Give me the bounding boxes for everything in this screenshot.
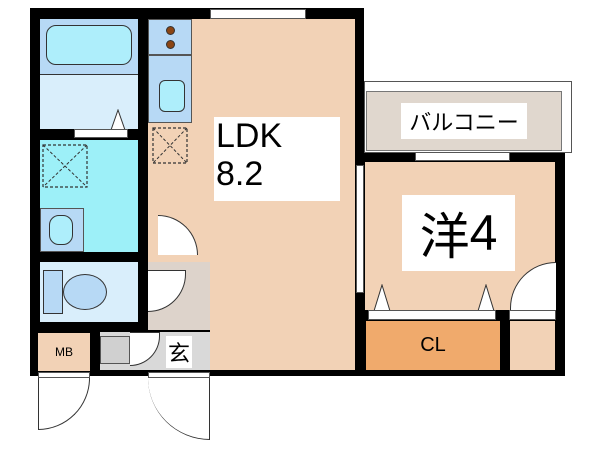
closet-door-icon xyxy=(477,284,495,312)
laundry-area xyxy=(40,140,138,252)
closet-door-icon xyxy=(373,284,391,312)
ldk-label: LDK 8.2 xyxy=(214,117,340,201)
meter-box-label: MB xyxy=(55,345,73,359)
door-swing-icon xyxy=(110,109,126,131)
washing-machine-space-icon xyxy=(42,144,88,188)
basin-icon xyxy=(49,215,73,245)
ldk-name: LDK xyxy=(216,117,283,155)
toilet-icon xyxy=(63,274,107,310)
entrance-label: 玄 xyxy=(166,336,193,368)
closet: CL xyxy=(366,321,500,370)
burner-icon xyxy=(166,26,175,35)
storage xyxy=(510,321,555,370)
western-room-size: 4 xyxy=(469,205,498,261)
shoe-box-door-swing[interactable] xyxy=(130,332,160,366)
stove xyxy=(148,19,192,55)
kitchen-sink xyxy=(148,55,192,123)
closet-label: CL xyxy=(420,334,446,356)
shoe-box xyxy=(100,336,130,364)
sink-icon xyxy=(159,80,185,112)
meter-box: MB xyxy=(38,333,90,371)
western-room-label: 洋 4 xyxy=(402,195,515,271)
ldk-side-window[interactable] xyxy=(356,165,364,293)
toilet-door-swing[interactable] xyxy=(148,270,186,312)
entrance: 玄 xyxy=(100,332,210,370)
bathroom xyxy=(40,19,138,74)
entry-hall xyxy=(148,262,210,330)
wash-basin xyxy=(40,208,84,252)
room-door[interactable] xyxy=(509,310,556,320)
entrance-door-swing[interactable] xyxy=(148,378,210,440)
ldk-window[interactable] xyxy=(210,9,306,19)
burner-icon xyxy=(166,40,175,49)
meter-box-door[interactable] xyxy=(38,372,90,378)
western-room-name: 洋 xyxy=(419,209,470,265)
washroom xyxy=(40,74,138,131)
bathtub-icon xyxy=(46,25,132,65)
balcony-label: バルコニー xyxy=(401,103,527,139)
toilet-tank xyxy=(43,270,63,314)
fridge-space-icon xyxy=(152,127,188,164)
balcony: バルコニー xyxy=(366,91,562,151)
ldk-size: 8.2 xyxy=(216,155,264,193)
closet-door[interactable] xyxy=(368,310,496,320)
meter-box-door-swing[interactable] xyxy=(38,378,90,430)
entrance-door[interactable] xyxy=(148,372,210,378)
western-window[interactable] xyxy=(415,152,510,161)
bath-door[interactable] xyxy=(74,129,128,138)
toilet-room xyxy=(40,262,138,322)
